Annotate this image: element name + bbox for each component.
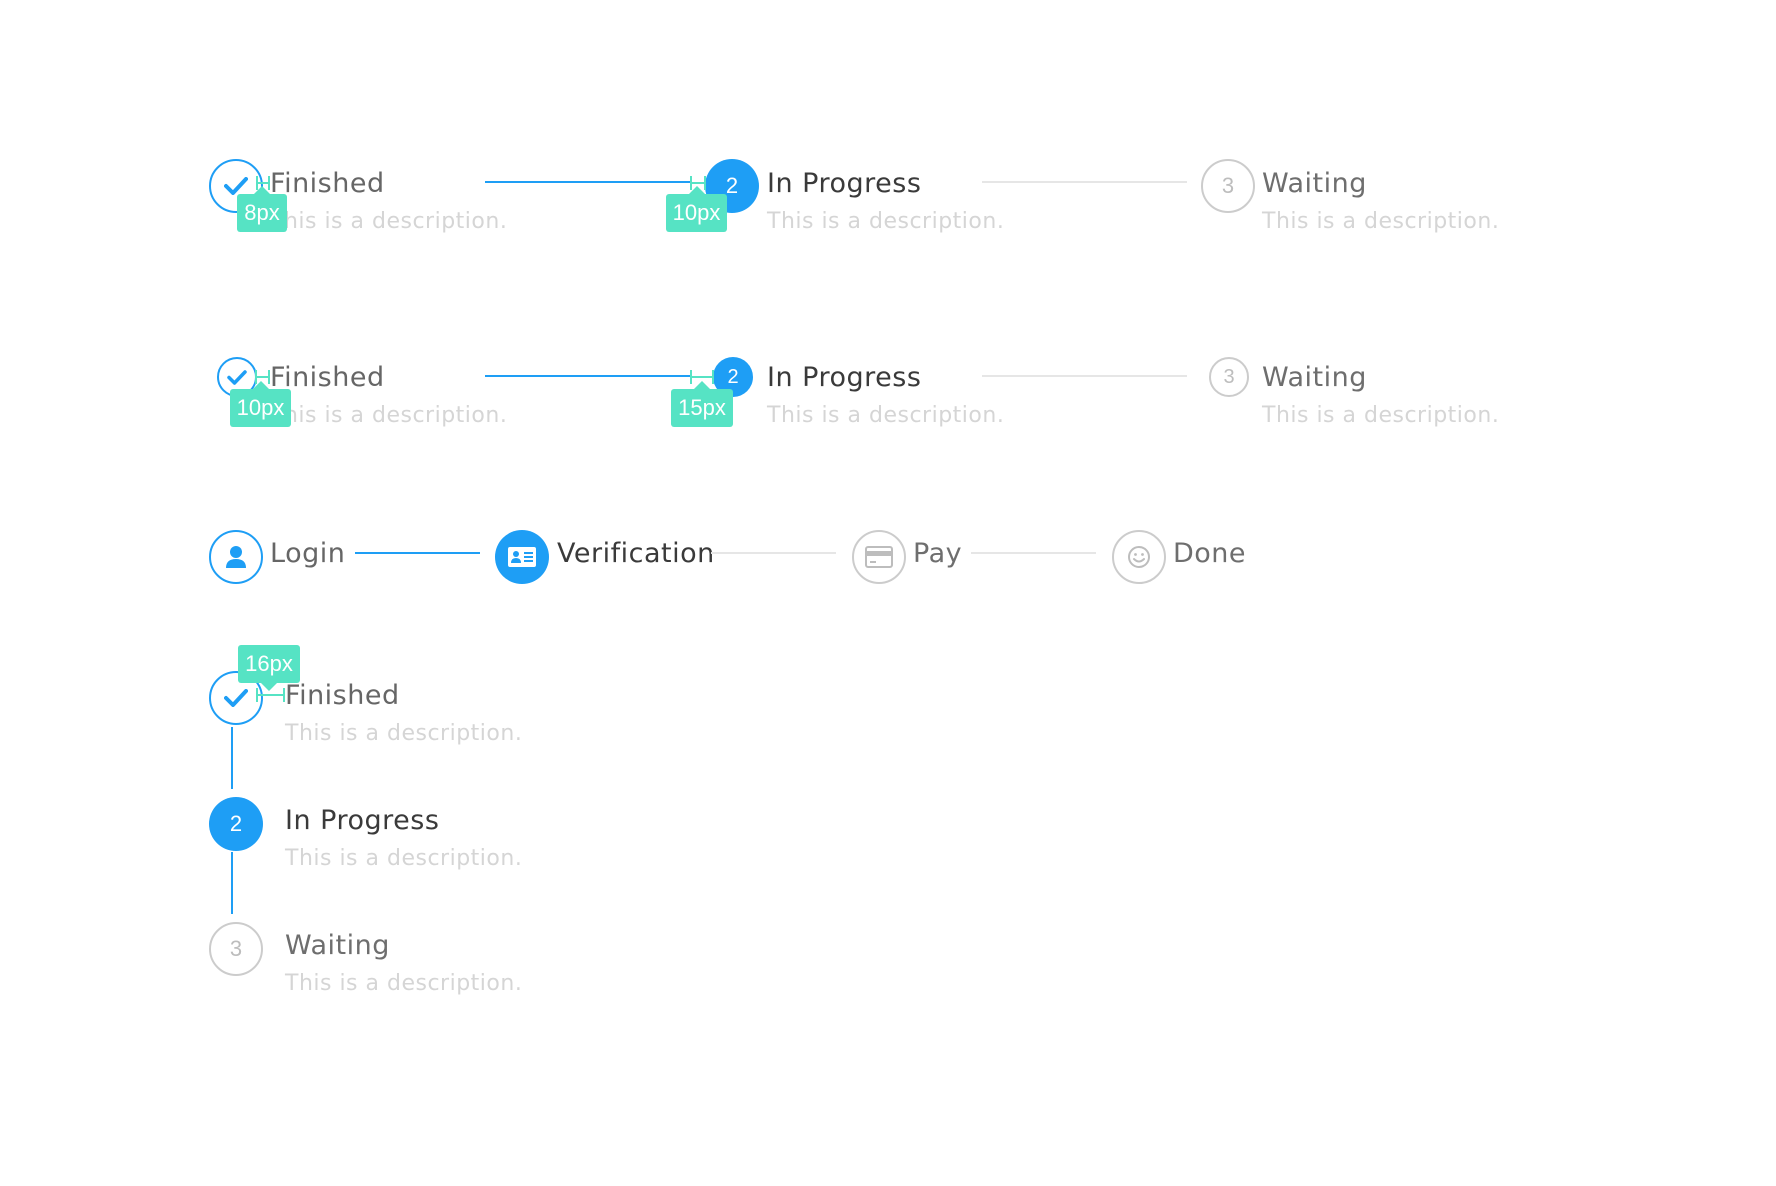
step-title: Finished: [270, 362, 385, 393]
spacing-measure: [690, 176, 706, 190]
id-card-icon: [508, 547, 536, 567]
spacing-measure: [255, 370, 270, 384]
step-connector: [711, 552, 836, 554]
step-done-circle[interactable]: [1112, 530, 1166, 584]
step-description: This is a description.: [285, 971, 523, 996]
check-icon: [224, 689, 248, 707]
step-title: Finished: [270, 168, 385, 199]
step-connector: [485, 181, 690, 183]
step-connector: [231, 852, 233, 914]
step-number: 3: [1223, 365, 1235, 388]
step-number: 2: [725, 173, 739, 198]
step-title: Waiting: [1262, 362, 1367, 393]
check-icon: [224, 177, 248, 195]
spacing-measure: [256, 688, 285, 702]
step-title: Verification: [557, 538, 715, 569]
step-login-circle[interactable]: [209, 530, 263, 584]
spacing-measure: [690, 370, 714, 384]
step-title: Waiting: [1262, 168, 1367, 199]
spacing-annotation: 8px: [237, 186, 287, 232]
step-wait-circle[interactable]: 3: [1201, 159, 1255, 213]
check-icon: [227, 369, 247, 385]
step-pay-circle[interactable]: [852, 530, 906, 584]
step-description: This is a description.: [1262, 209, 1500, 234]
step-connector: [231, 727, 233, 789]
step-connector: [485, 375, 690, 377]
step-description: This is a description.: [270, 403, 508, 428]
step-number: 2: [229, 811, 243, 836]
step-title: Waiting: [285, 930, 390, 961]
step-description: This is a description.: [285, 846, 523, 871]
step-connector: [971, 552, 1096, 554]
step-title: In Progress: [767, 362, 922, 393]
step-description: This is a description.: [285, 721, 523, 746]
step-verification-circle[interactable]: [495, 530, 549, 584]
step-description: This is a description.: [1262, 403, 1500, 428]
step-connector: [355, 552, 480, 554]
step-title: Pay: [913, 538, 963, 569]
smile-icon: [1127, 545, 1151, 569]
step-number: 2: [727, 365, 739, 388]
step-process-circle[interactable]: 2: [209, 797, 263, 851]
step-number: 3: [229, 936, 243, 961]
step-title: Done: [1173, 538, 1247, 569]
credit-card-icon: [865, 546, 893, 568]
step-connector: [982, 181, 1187, 183]
step-wait-circle[interactable]: 3: [209, 922, 263, 976]
spacing-annotation: 10px: [230, 381, 291, 427]
spacing-annotation: 16px: [238, 645, 300, 691]
step-description: This is a description.: [767, 209, 1005, 234]
step-title: In Progress: [285, 805, 440, 836]
step-description: This is a description.: [270, 209, 508, 234]
step-number: 3: [1221, 173, 1235, 198]
spacing-annotation: 10px: [666, 186, 727, 232]
spacing-measure: [256, 176, 270, 190]
spacing-annotation: 15px: [671, 381, 733, 427]
step-description: This is a description.: [767, 403, 1005, 428]
user-icon: [225, 545, 247, 569]
step-title: Finished: [285, 680, 400, 711]
step-title: In Progress: [767, 168, 922, 199]
step-wait-circle[interactable]: 3: [1209, 357, 1249, 397]
step-connector: [982, 375, 1187, 377]
step-title: Login: [270, 538, 346, 569]
